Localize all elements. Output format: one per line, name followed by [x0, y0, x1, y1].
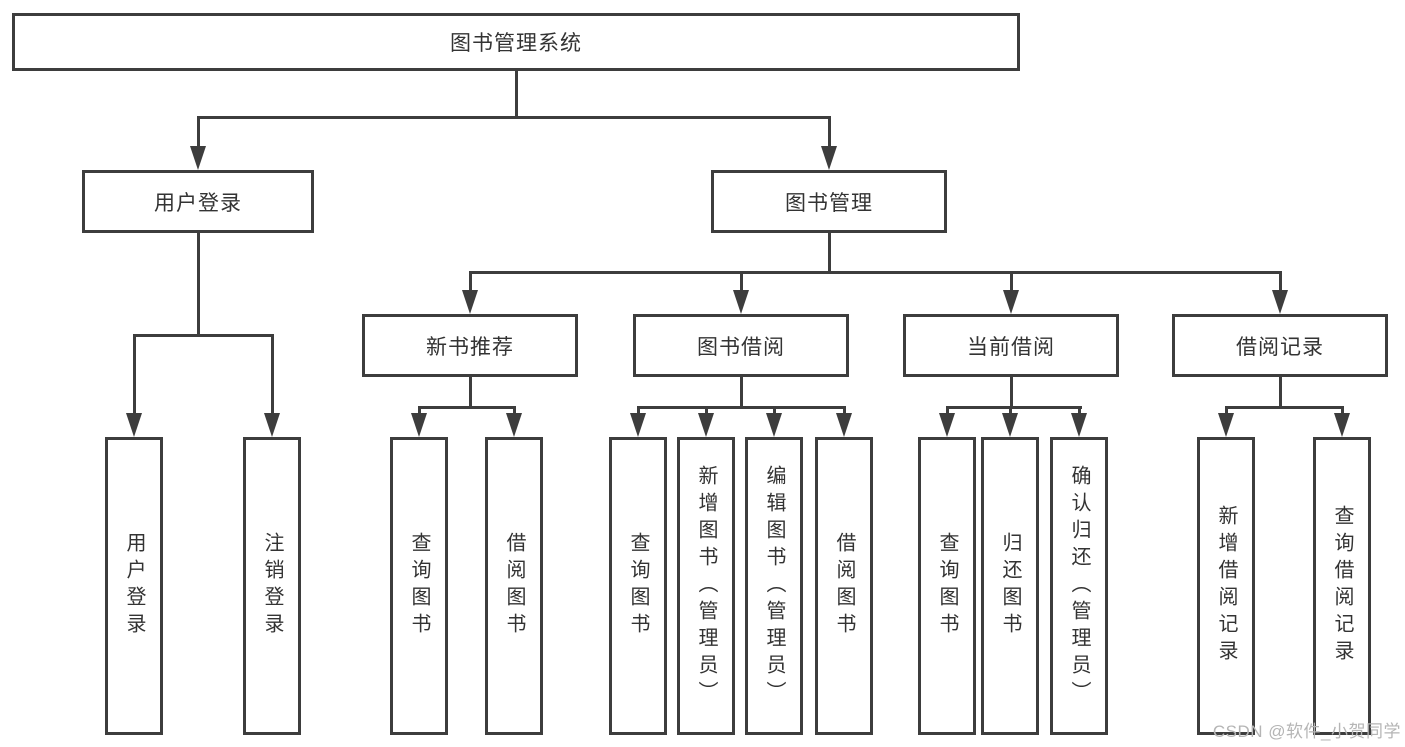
connector-drop-leaf-user-login — [133, 335, 136, 415]
connector-borrow-records-stub — [1279, 377, 1282, 407]
arrow-confirm-return — [1071, 413, 1087, 437]
arrow-query2 — [630, 413, 646, 437]
connector-drop-book-borrow — [740, 272, 743, 292]
connector-root-stub — [515, 71, 518, 117]
arrow-add-book — [698, 413, 714, 437]
leaf-confirm-return-admin: 确认归还（管理员） — [1050, 437, 1108, 735]
leaf-edit-book-admin: 编辑图书（管理员） — [745, 437, 803, 735]
arrow-borrow1 — [506, 413, 522, 437]
connector-current-borrow-rail — [946, 406, 1082, 409]
connector-drop-borrow-records — [1279, 272, 1282, 292]
connector-drop-borrow1 — [513, 407, 516, 415]
connector-drop-query-record — [1341, 407, 1344, 415]
connector-drop-book-management — [828, 117, 831, 148]
connector-drop-query1 — [418, 407, 421, 415]
leaf-logout: 注销登录 — [243, 437, 301, 735]
connector-user-login-stub — [197, 233, 200, 335]
arrow-return-book — [1002, 413, 1018, 437]
connector-drop-query2 — [637, 407, 640, 415]
leaf-query-books-recommend: 查询图书 — [390, 437, 448, 735]
connector-user-login-rail — [133, 334, 274, 337]
arrow-user-login — [190, 146, 206, 170]
connector-new-book-stub — [469, 377, 472, 407]
leaf-query-books-current: 查询图书 — [918, 437, 976, 735]
connector-drop-return-book — [1009, 407, 1012, 415]
connector-drop-edit-book — [773, 407, 776, 415]
node-user-login: 用户登录 — [82, 170, 314, 233]
connector-level2-rail — [197, 116, 831, 119]
arrow-query-record — [1334, 413, 1350, 437]
arrow-add-record — [1218, 413, 1234, 437]
arrow-book-borrow — [733, 290, 749, 314]
csdn-watermark: CSDN @软件_小贺同学 — [1212, 722, 1401, 741]
connector-drop-confirm-return — [1078, 407, 1081, 415]
arrow-borrow-records — [1272, 290, 1288, 314]
connector-drop-add-book — [705, 407, 708, 415]
connector-drop-user-login — [197, 117, 200, 148]
connector-borrow-records-rail — [1225, 406, 1344, 409]
node-book-management: 图书管理 — [711, 170, 947, 233]
arrow-edit-book — [766, 413, 782, 437]
arrow-query3 — [939, 413, 955, 437]
leaf-query-books-borrow: 查询图书 — [609, 437, 667, 735]
node-current-borrow: 当前借阅 — [903, 314, 1119, 377]
connector-book-management-stub — [828, 233, 831, 272]
leaf-query-borrow-record: 查询借阅记录 — [1313, 437, 1371, 735]
arrow-new-book — [462, 290, 478, 314]
connector-drop-leaf-logout — [271, 335, 274, 415]
leaf-return-book: 归还图书 — [981, 437, 1039, 735]
leaf-add-borrow-record: 新增借阅记录 — [1197, 437, 1255, 735]
arrow-leaf-logout — [264, 413, 280, 437]
node-book-borrow: 图书借阅 — [633, 314, 849, 377]
leaf-borrow-books: 借阅图书 — [815, 437, 873, 735]
connector-book-borrow-stub — [740, 377, 743, 407]
leaf-borrow-books-recommend: 借阅图书 — [485, 437, 543, 735]
node-library-management-system: 图书管理系统 — [12, 13, 1020, 71]
arrow-current-borrow — [1003, 290, 1019, 314]
leaf-add-book-admin: 新增图书（管理员） — [677, 437, 735, 735]
arrow-borrow2 — [836, 413, 852, 437]
arrow-book-management — [821, 146, 837, 170]
connector-drop-add-record — [1225, 407, 1228, 415]
connector-book-borrow-rail — [637, 406, 846, 409]
leaf-user-login: 用户登录 — [105, 437, 163, 735]
connector-drop-borrow2 — [843, 407, 846, 415]
node-borrow-records: 借阅记录 — [1172, 314, 1388, 377]
arrow-leaf-user-login — [126, 413, 142, 437]
arrow-query1 — [411, 413, 427, 437]
connector-current-borrow-stub — [1010, 377, 1013, 407]
connector-drop-query3 — [946, 407, 949, 415]
connector-drop-current-borrow — [1010, 272, 1013, 292]
connector-new-book-rail — [418, 406, 516, 409]
connector-drop-new-book — [469, 272, 472, 292]
connector-level3-rail — [469, 271, 1282, 274]
node-new-book-recommend: 新书推荐 — [362, 314, 578, 377]
